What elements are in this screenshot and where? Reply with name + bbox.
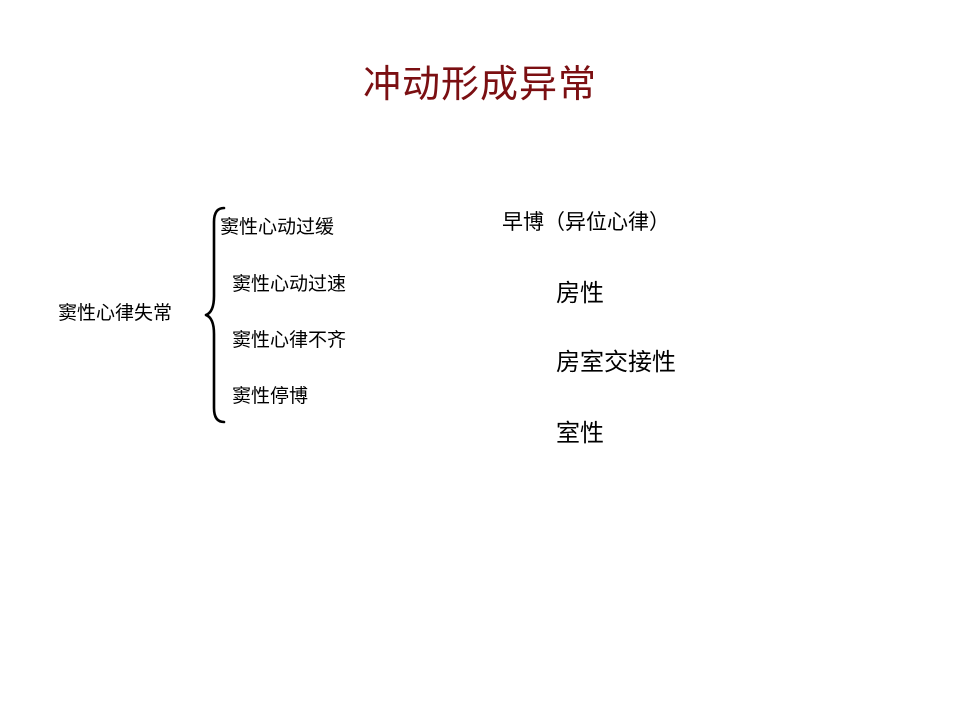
right-list-item: 室性: [556, 419, 604, 447]
left-list-item: 窦性停博: [232, 385, 309, 407]
right-list-item: 房室交接性: [556, 348, 676, 376]
left-list-item: 窦性心动过速: [232, 273, 347, 295]
left-list-item: 窦性心律不齐: [232, 329, 347, 351]
curly-brace: [204, 206, 226, 424]
right-list-item: 房性: [556, 279, 604, 307]
premature-beat-heading: 早博（异位心律）: [502, 210, 670, 234]
sinus-arrhythmia-label: 窦性心律失常: [58, 302, 173, 324]
slide-title: 冲动形成异常: [362, 62, 597, 106]
left-list-item: 窦性心动过缓: [220, 216, 335, 238]
